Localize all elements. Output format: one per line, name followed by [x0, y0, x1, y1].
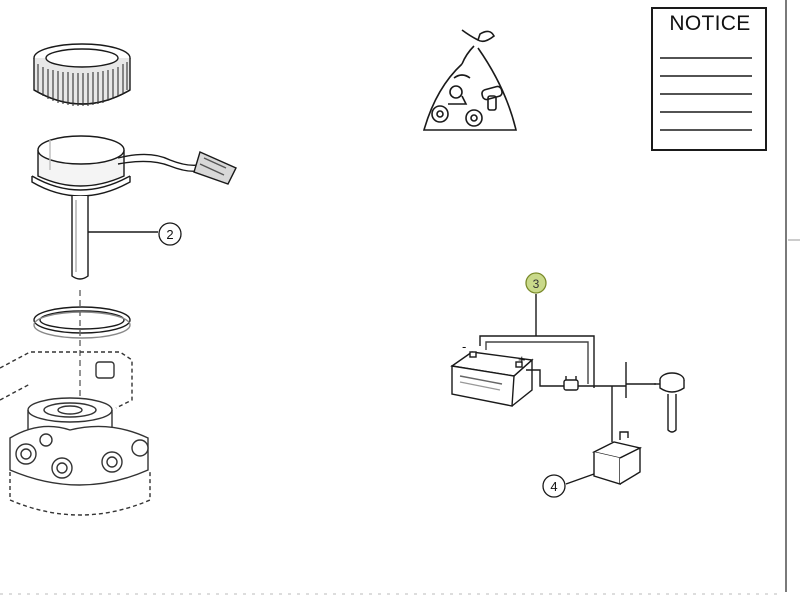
battery-minus-label: -	[462, 339, 466, 354]
sender-cap-icon	[31, 135, 131, 197]
callout-4-label: 4	[550, 479, 557, 494]
sender-tube-icon	[71, 196, 89, 280]
wiring-diagram	[450, 294, 685, 485]
relay-icon	[591, 431, 643, 485]
o-ring-icon	[33, 306, 131, 339]
notice-sheet-icon	[651, 7, 767, 151]
battery-icon	[450, 351, 534, 407]
locking-ring-icon	[33, 43, 131, 106]
callout-2-label: 2	[166, 227, 173, 242]
notice-title: NOTICE	[669, 12, 751, 35]
harness-main-run	[526, 369, 626, 387]
harness-trunk	[479, 335, 595, 388]
filter-head-base-icon	[0, 351, 151, 516]
battery-plus-label: +	[518, 352, 526, 367]
callout-2[interactable]: 2	[158, 222, 182, 246]
sensor-icon	[654, 372, 685, 433]
harness-connector-icon	[117, 151, 237, 185]
hardware-bag-icon	[422, 29, 518, 131]
fuse-icon	[563, 379, 579, 391]
callout-3-label: 3	[533, 277, 540, 291]
callout-3-highlight	[525, 272, 547, 294]
callout-4[interactable]: 4	[542, 474, 566, 498]
callout-3[interactable]: 3	[525, 272, 547, 294]
callout-4-leader	[565, 473, 595, 485]
fuel-sender-assembly	[0, 43, 237, 516]
